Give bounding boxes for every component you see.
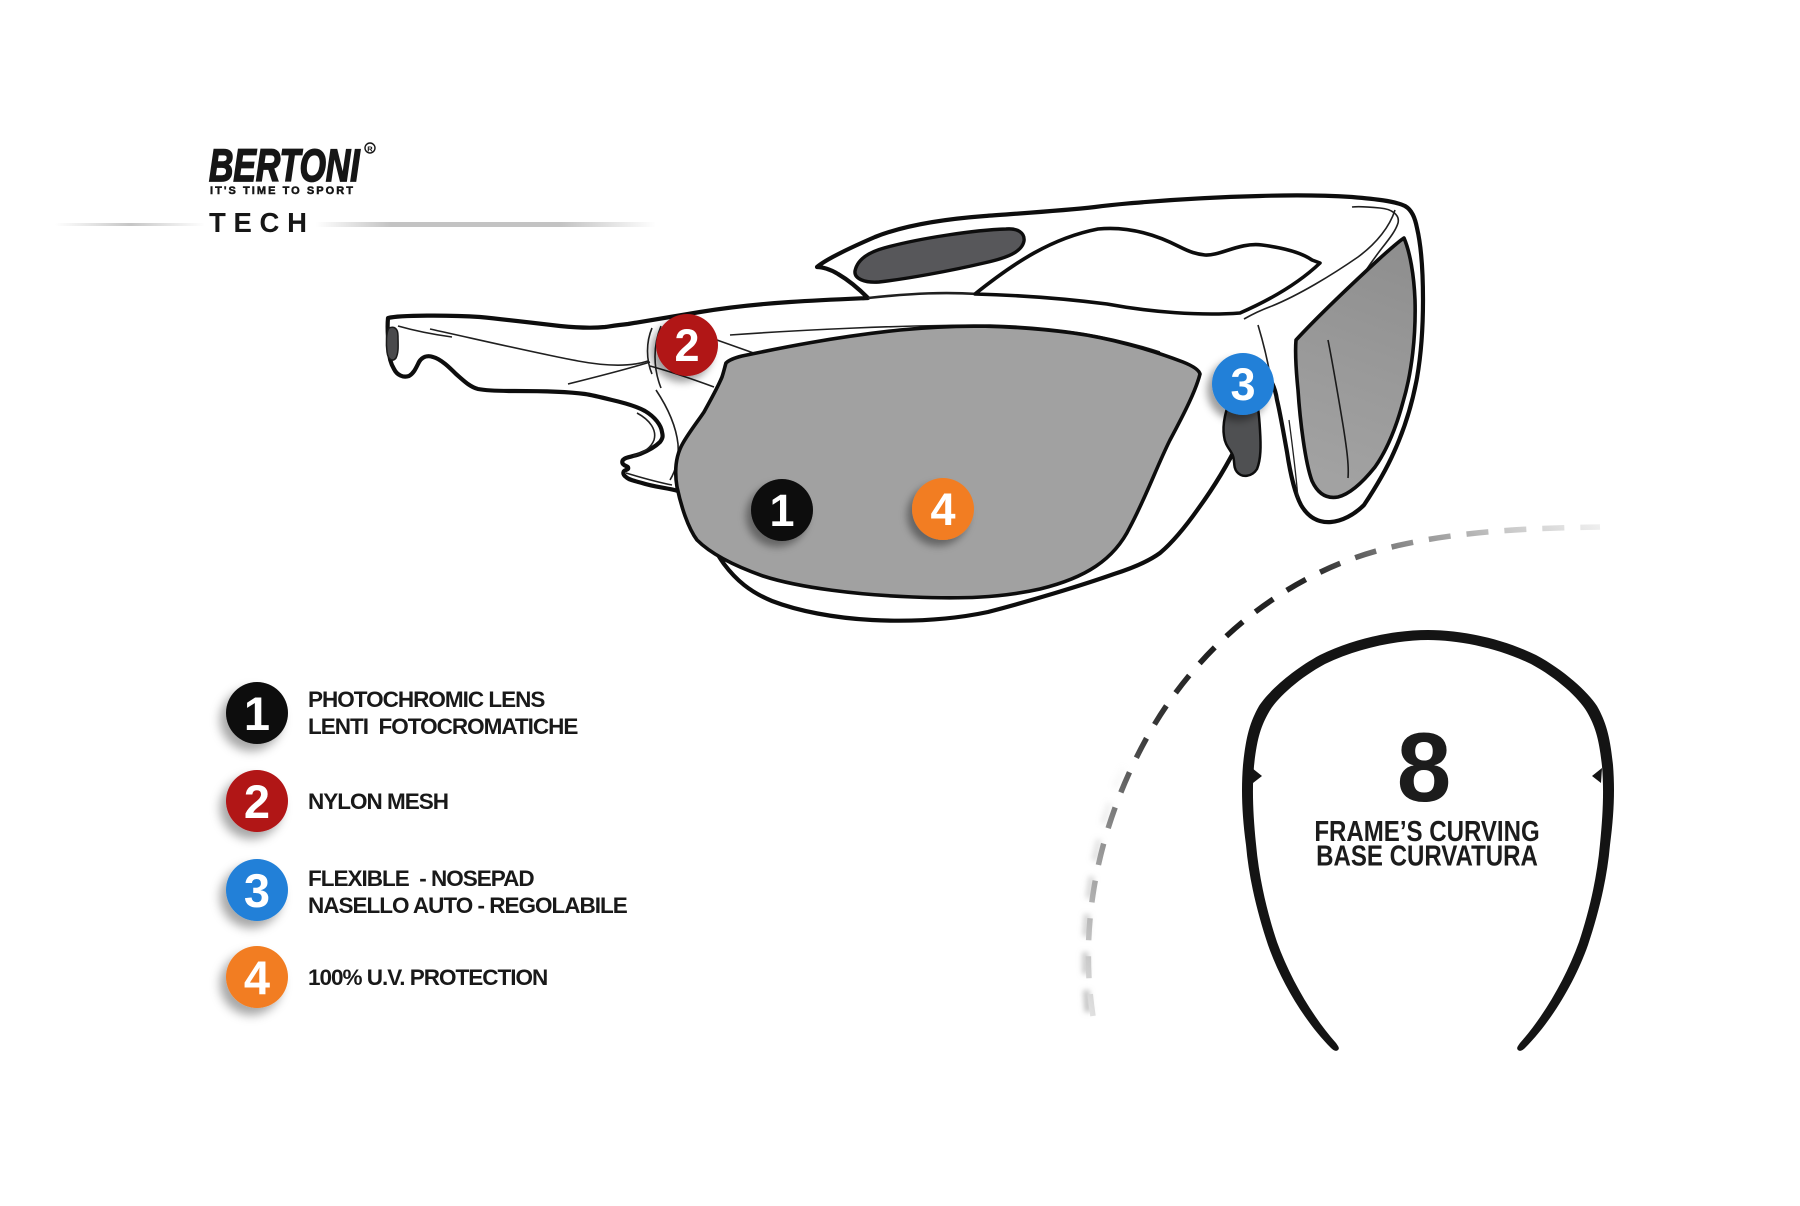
svg-text:BASE CURVATURA: BASE CURVATURA (1316, 839, 1538, 872)
svg-text:2: 2 (674, 320, 699, 371)
svg-text:3: 3 (244, 864, 270, 917)
svg-text:IT'S TIME TO SPORT: IT'S TIME TO SPORT (210, 185, 355, 197)
svg-text:4: 4 (930, 484, 955, 535)
svg-text:1: 1 (769, 485, 794, 536)
svg-text:TECH: TECH (209, 207, 315, 238)
svg-text:LENTI FOTOCROMATICHE: LENTI FOTOCROMATICHE (308, 714, 578, 739)
svg-text:BERTONI: BERTONI (209, 141, 360, 191)
svg-text:R: R (367, 145, 373, 154)
svg-text:NYLON MESH: NYLON MESH (308, 789, 448, 814)
svg-text:PHOTOCHROMIC LENS: PHOTOCHROMIC LENS (308, 687, 545, 712)
svg-text:NASELLO AUTO - REGOLABILE: NASELLO AUTO - REGOLABILE (308, 893, 628, 918)
svg-text:8: 8 (1397, 712, 1452, 822)
svg-text:FRAME’S CURVING: FRAME’S CURVING (1314, 815, 1539, 848)
svg-text:100% U.V. PROTECTION: 100% U.V. PROTECTION (308, 965, 547, 990)
svg-text:4: 4 (244, 951, 270, 1004)
svg-text:3: 3 (1230, 359, 1255, 410)
svg-text:FLEXIBLE - NOSEPAD: FLEXIBLE - NOSEPAD (308, 866, 534, 891)
svg-text:2: 2 (244, 775, 270, 828)
svg-text:1: 1 (244, 687, 270, 740)
